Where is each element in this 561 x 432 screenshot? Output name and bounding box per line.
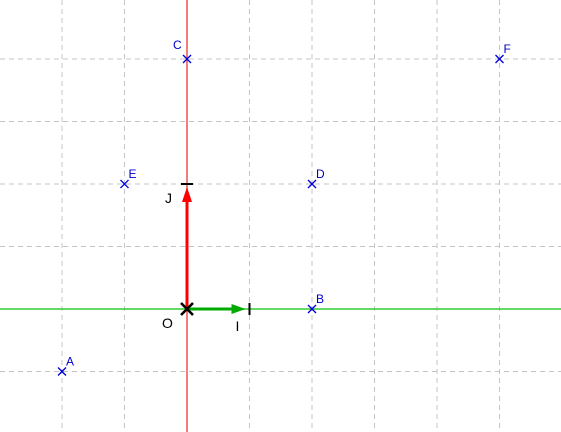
origin-cross-icon <box>180 302 194 316</box>
origin-label: O <box>162 315 173 331</box>
point-a-marker-icon <box>57 367 67 376</box>
unit-i-label: I <box>236 318 240 334</box>
point-e-marker-icon <box>120 179 129 189</box>
point-f-marker-icon <box>495 54 504 64</box>
vector-j-arrowhead <box>182 187 192 202</box>
point-b-marker-icon <box>307 304 317 314</box>
unit-j-label: J <box>165 190 172 206</box>
point-d-marker-icon <box>307 179 317 189</box>
point-f-label: F <box>504 42 511 56</box>
point-c-label: C <box>173 38 182 52</box>
vector-i-arrowhead <box>231 304 246 314</box>
point-d-label: D <box>316 167 325 181</box>
unit-vectors <box>181 183 251 315</box>
point-a-label: A <box>66 355 74 369</box>
points: A B C D E F <box>57 38 511 376</box>
point-c-marker-icon <box>182 54 192 64</box>
point-e-label: E <box>129 167 137 181</box>
point-b-label: B <box>316 292 324 306</box>
